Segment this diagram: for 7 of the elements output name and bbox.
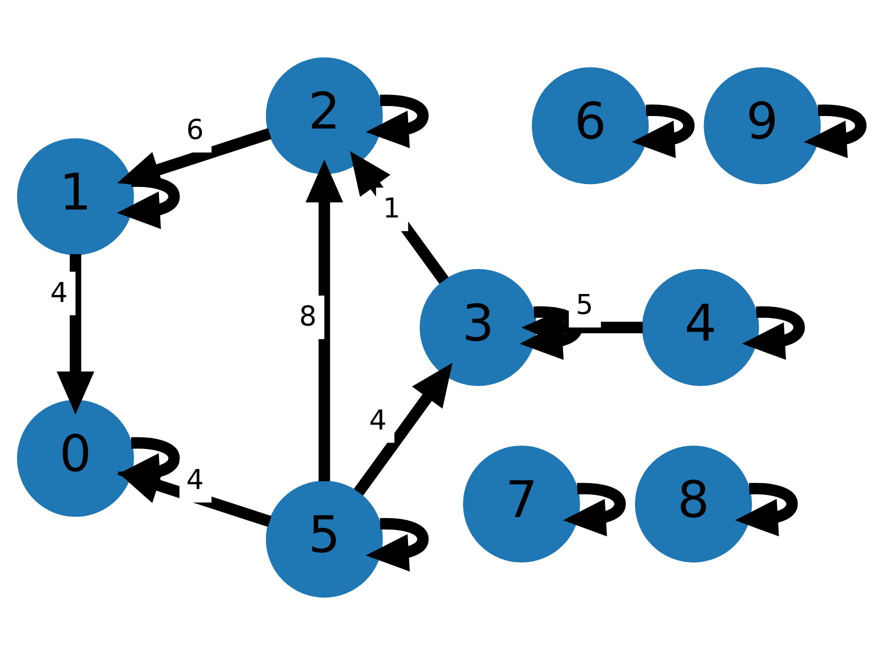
edge-label: 8	[298, 300, 316, 333]
edge-label: 4	[368, 404, 386, 436]
edge-label: 1	[382, 192, 400, 225]
edge-label: 6	[186, 114, 204, 146]
edge-label: 5	[575, 288, 593, 321]
edge-label: 4	[50, 276, 68, 309]
edge-label: 4	[186, 464, 204, 496]
